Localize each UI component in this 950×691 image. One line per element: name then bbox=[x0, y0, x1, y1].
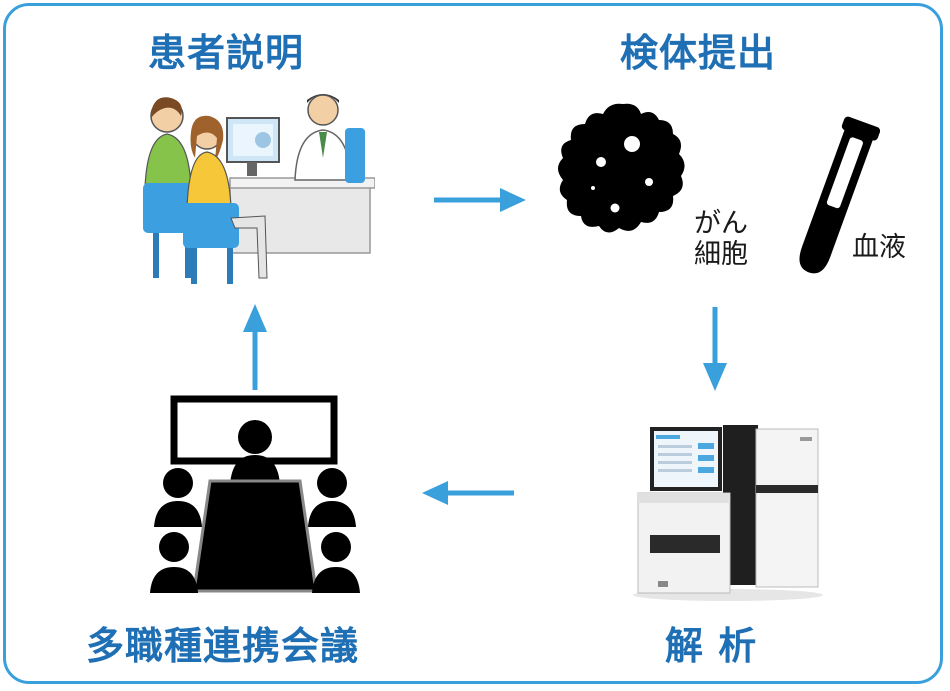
meeting-room-icon bbox=[150, 395, 360, 593]
arrow-left bbox=[422, 481, 514, 505]
cancer-cells-label-line2: 細胞 bbox=[694, 239, 748, 271]
step-title-conference: 多職種連携会議 bbox=[86, 624, 360, 668]
blood-tube-icon bbox=[799, 116, 880, 274]
blood-label: 血液 bbox=[852, 232, 906, 263]
diagram-frame bbox=[3, 3, 943, 684]
cancer-cells-label: がん 細胞 bbox=[694, 208, 748, 270]
step-title-specimen-submission: 検体提出 bbox=[620, 31, 777, 75]
doctor-consultation-illustration bbox=[143, 94, 375, 284]
step-title-analysis: 解 析 bbox=[665, 624, 758, 668]
step-title-patient-explanation: 患者説明 bbox=[148, 31, 305, 75]
arrow-up bbox=[243, 304, 267, 390]
sequencer-machine-illustration bbox=[633, 425, 823, 601]
arrow-right bbox=[434, 188, 526, 212]
arrow-down bbox=[703, 307, 727, 391]
cancer-cell-icon bbox=[558, 103, 685, 233]
cancer-cells-label-line1: がん bbox=[694, 208, 748, 239]
